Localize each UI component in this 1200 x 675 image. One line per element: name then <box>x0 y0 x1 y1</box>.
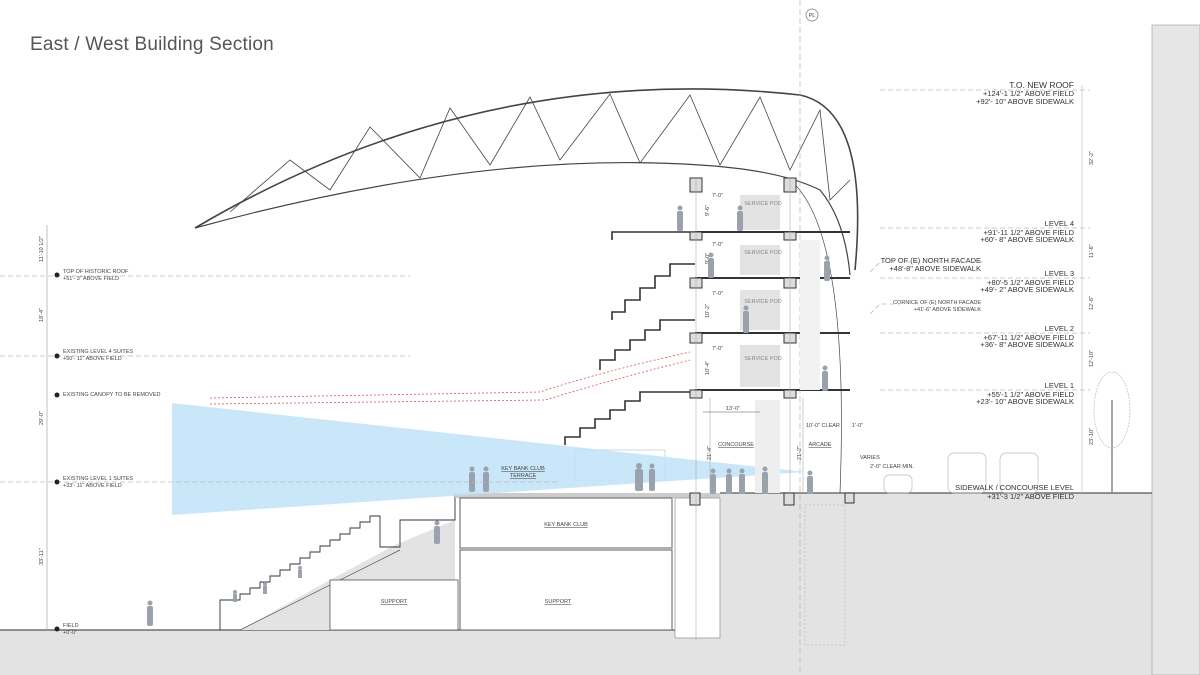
stand-structure <box>689 0 855 675</box>
annotation-label: 7'-0" <box>712 346 723 352</box>
annotation-label: EXISTING LEVEL 4 SUITES <box>63 349 133 355</box>
room-club-terrace-2: TERRACE <box>510 473 537 479</box>
annotation-label: T.O. NEW ROOF <box>1009 80 1074 90</box>
annotation-label: +23'- 10" ABOVE SIDEWALK <box>976 397 1074 406</box>
annotation-label: 33'-11" <box>39 548 45 565</box>
roof-truss <box>194 88 859 494</box>
annotation-label: SERVICE POD <box>744 299 782 305</box>
annotation-label: +36'- 8" ABOVE SIDEWALK <box>980 340 1074 349</box>
annotation-label: +80'-5 1/2" ABOVE FIELD <box>987 278 1074 287</box>
club-terrace-label: KEY BANK CLUB TERRACE <box>501 466 545 479</box>
concourse-annotations: CONCOURSE ARCADE 13'-0" 21'-4" 21'-2" 10… <box>703 406 914 470</box>
lower-seating-bowl <box>219 493 459 631</box>
annotation-label: PL <box>809 13 816 19</box>
annotation-label: VARIES <box>860 455 880 461</box>
annotation-label: +48'-8" ABOVE SIDEWALK <box>889 264 981 273</box>
room-support-right: SUPPORT <box>545 599 572 605</box>
left-level-markers: TOP OF HISTORIC ROOF +51'- 3" ABOVE FIEL… <box>0 225 560 636</box>
annotation-label: +33'- 11" ABOVE FIELD <box>63 483 122 489</box>
annotation-label: 32'-2" <box>1089 151 1095 165</box>
annotation-label: 10'-4" <box>705 361 711 375</box>
annotation-label: TOP OF HISTORIC ROOF <box>63 269 129 275</box>
annotation-label: +50'- 11" ABOVE FIELD <box>63 356 122 362</box>
annotation-label: 11'-6" <box>1089 244 1095 258</box>
annotation-label: 7'-0" <box>712 291 723 297</box>
annotation-label: SIDEWALK / CONCOURSE LEVEL <box>955 483 1074 492</box>
annotation-label: LEVEL 3 <box>1045 269 1074 278</box>
annotation-label: 12'-6" <box>1089 296 1095 310</box>
annotation-label: SERVICE POD <box>744 201 782 207</box>
annotation-label: 1'-0" <box>852 423 863 429</box>
annotation-label: FIELD <box>63 623 79 629</box>
drawing-title: East / West Building Section <box>30 34 274 55</box>
annotation-label: 10'-0" CLEAR <box>806 423 840 429</box>
street-context <box>883 371 1131 494</box>
property-line-marker: PL <box>805 8 819 22</box>
annotation-label: 10'-2" <box>705 304 711 318</box>
room-support-left: SUPPORT <box>381 599 408 605</box>
service-pods: SERVICE POD SERVICE POD SERVICE POD SERV… <box>705 193 782 375</box>
annotation-label: 18'-4" <box>39 308 45 322</box>
room-key-bank-club: KEY BANK CLUB <box>544 522 588 528</box>
annotation-label: 9'-0" <box>705 253 711 264</box>
annotation-label: CORNICE OF (E) NORTH FACADE <box>893 300 981 306</box>
annotation-label: +91'-11 1/2" ABOVE FIELD <box>984 228 1075 237</box>
annotation-label: EXISTING CANOPY TO BE REMOVED <box>63 392 161 398</box>
scale-figures <box>147 205 830 626</box>
annotation-label: +67'-11 1/2" ABOVE FIELD <box>984 333 1075 342</box>
annotation-label: +31'-3 1/2" ABOVE FIELD <box>987 492 1074 501</box>
club-volumes: KEY BANK CLUB SUPPORT SUPPORT <box>381 449 721 639</box>
annotation-label: +92'- 10" ABOVE SIDEWALK <box>976 97 1074 106</box>
annotation-label: 21'-2" <box>797 446 803 460</box>
sightline-wedge <box>172 403 805 515</box>
existing-canopy-demolition <box>209 351 691 405</box>
annotation-label: SERVICE POD <box>744 356 782 362</box>
annotation-label: 13'-0" <box>726 406 740 412</box>
annotation-label: SERVICE POD <box>744 250 782 256</box>
annotation-label: EXISTING LEVEL 1 SUITES <box>63 476 133 482</box>
annotation-label: LEVEL 1 <box>1045 381 1074 390</box>
annotation-label: 21'-4" <box>707 446 713 460</box>
annotation-label: 7'-0" <box>712 193 723 199</box>
annotation-label: 29'-0" <box>39 411 45 425</box>
annotation-label: +0'-0" <box>63 630 77 636</box>
annotation-label: 23'-10" <box>1089 428 1095 445</box>
annotation-label: +55'-1 1/2" ABOVE FIELD <box>987 390 1074 399</box>
annotation-label: +41'-6" ABOVE SIDEWALK <box>914 307 981 313</box>
annotation-label: 2'-0" CLEAR MIN. <box>870 464 914 470</box>
adjacent-building <box>1151 24 1200 675</box>
annotation-label: 9'-6" <box>705 205 711 216</box>
annotation-label: 7'-0" <box>712 242 723 248</box>
upper-seating <box>564 231 695 445</box>
annotation-label: TOP OF (E) NORTH FACADE <box>881 256 981 265</box>
annotation-label: +124'-1 1/2" ABOVE FIELD <box>983 89 1075 98</box>
room-club-terrace: KEY BANK CLUB <box>501 466 545 472</box>
right-level-markers: T.O. NEW ROOF +124'-1 1/2" ABOVE FIELD +… <box>869 80 1095 501</box>
room-arcade: ARCADE <box>809 442 832 448</box>
annotation-label: LEVEL 4 <box>1045 219 1074 228</box>
annotation-label: +51'- 3" ABOVE FIELD <box>63 276 119 282</box>
ground <box>0 24 1200 675</box>
annotation-label: +60'- 8" ABOVE SIDEWALK <box>980 235 1074 244</box>
annotation-label: +49'- 2" ABOVE SIDEWALK <box>980 285 1074 294</box>
room-concourse: CONCOURSE <box>718 442 754 448</box>
annotation-label: 12'-10" <box>1089 350 1095 367</box>
annotation-label: 11'-10 1/2" <box>39 236 45 262</box>
annotation-label: LEVEL 2 <box>1045 324 1074 333</box>
